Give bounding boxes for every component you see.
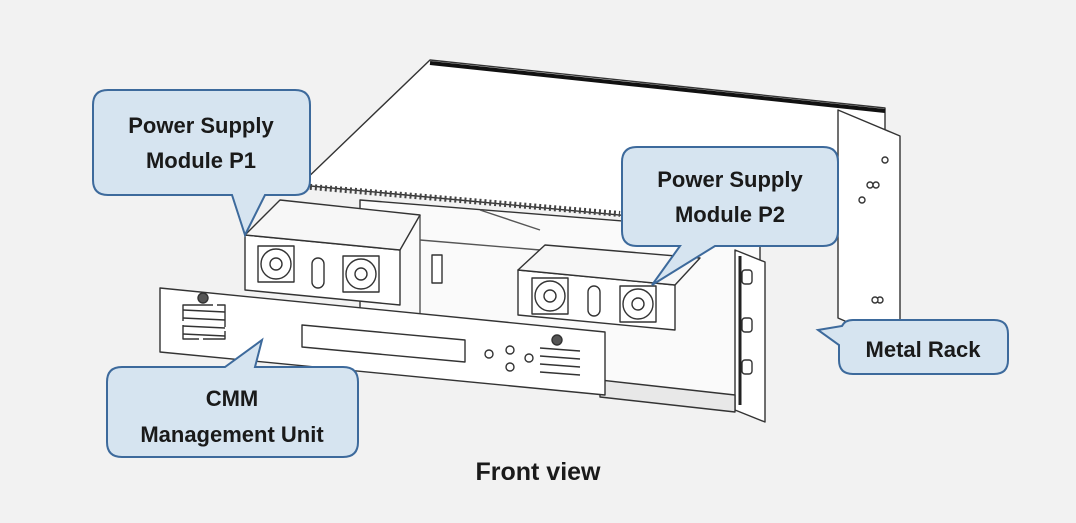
callout-power-supply-p2: Power Supply Module P2 (621, 146, 839, 286)
callout-p2-line1: Power Supply (657, 167, 803, 192)
chassis-vent-rail (299, 183, 621, 217)
diagram-caption: Front view (475, 458, 601, 486)
power-supply-module-p1 (244, 199, 421, 306)
cmm-panel (159, 287, 606, 396)
callout-cmm: CMM Management Unit (106, 337, 359, 458)
rack-ear (734, 249, 766, 423)
chassis-drawing (159, 59, 901, 423)
callout-power-supply-p1: Power Supply Module P1 (92, 89, 311, 238)
callout-cmm-line2: Management Unit (140, 422, 324, 447)
side-wall-holes (858, 156, 889, 304)
callout-p1-line1: Power Supply (128, 113, 274, 138)
callout-cmm-line1: CMM (206, 386, 259, 411)
power-supply-module-p2 (517, 244, 701, 331)
callout-p1-line2: Module P1 (146, 148, 256, 173)
cmm-display-slot (301, 324, 466, 363)
chassis-side-wall (837, 109, 901, 346)
callout-metal-rack: Metal Rack (815, 319, 1009, 375)
callout-rack-line1: Metal Rack (866, 337, 982, 362)
callout-p2-line2: Module P2 (675, 202, 785, 227)
